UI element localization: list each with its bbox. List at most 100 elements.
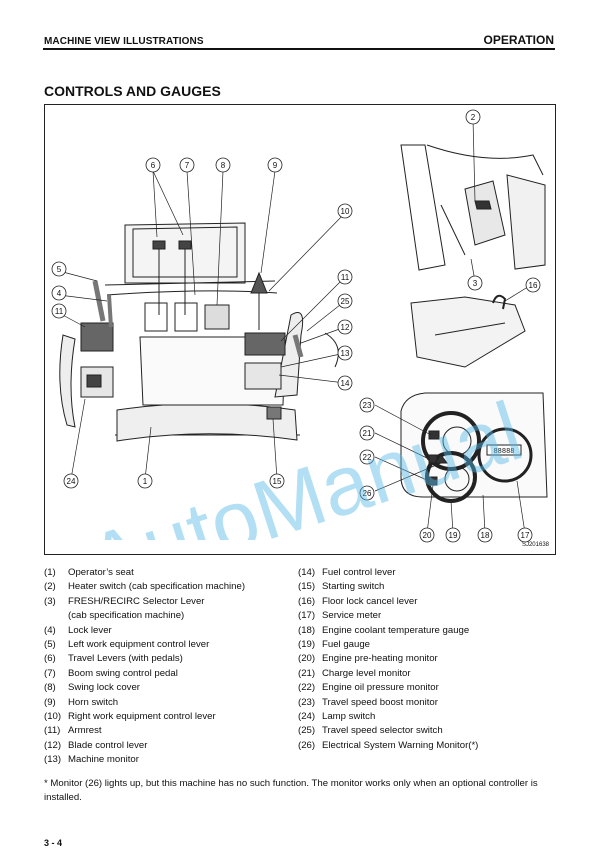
legend-item-text: Fuel control lever: [322, 567, 396, 578]
legend-item-text: Engine coolant temperature gauge: [322, 624, 470, 636]
legend-item-text: Charge level monitor: [322, 667, 411, 679]
legend-item: (1) Operator’s seat: [44, 566, 299, 580]
legend-item-text: Operator’s seat: [68, 567, 134, 578]
legend-item-number: (14): [298, 567, 316, 578]
callout-16-label: 16: [529, 281, 538, 290]
legend-item: (20)Engine pre-heating monitor: [298, 652, 558, 666]
legend-item: (9)Horn switch: [44, 696, 299, 710]
legend-item-number: (4): [44, 624, 56, 636]
legend-item-number: (10): [44, 711, 62, 723]
controls-figure: 6 7 8 9 10 5 4 11 11 25 12 13 14 24 1 15…: [44, 104, 556, 555]
legend-item-text: FRESH/RECIRC Selector Lever: [68, 595, 205, 607]
cab-side-view-drawing: [400, 144, 546, 271]
callout-23: 23: [359, 397, 375, 413]
service-meter-digits: 88888: [493, 448, 514, 456]
legend-item-text: Boom swing control pedal: [68, 667, 178, 679]
callout-14-label: 14: [341, 379, 350, 388]
callout-1: 1: [137, 473, 153, 489]
legend-item-number: (11): [44, 725, 61, 737]
legend-item-number: (1): [44, 567, 56, 578]
legend-item-text: (cab specification machine): [68, 610, 185, 622]
callout-26-label: 26: [363, 489, 372, 498]
legend-item-number: (16): [298, 595, 316, 607]
callout-22: 22: [359, 449, 375, 465]
callout-leaders: [58, 118, 532, 534]
legend-item-text: Horn switch: [68, 696, 119, 708]
legend-item-text: Machine monitor: [68, 754, 139, 766]
callout-9: 9: [267, 157, 283, 173]
callout-19-label: 19: [449, 531, 458, 540]
legend-right-column: (14) Fuel control lever (15)Starting switc…: [298, 566, 558, 753]
legend-item-number: (26): [298, 739, 316, 751]
legend-item-text: Fuel gauge: [322, 639, 371, 651]
callout-7-label: 7: [185, 161, 190, 170]
legend-item-text: Lamp switch: [322, 711, 376, 723]
legend-item-text: Left work equipment control lever: [68, 639, 210, 651]
callout-8-label: 8: [221, 161, 226, 170]
legend-item-text: Electrical System Warning Monitor(*): [322, 739, 479, 751]
callout-6-label: 6: [151, 161, 156, 170]
legend-item-text: Right work equipment control lever: [68, 711, 216, 723]
figure-code: SJ201638: [521, 542, 549, 548]
legend-item-number: (24): [298, 711, 316, 723]
header-rule: [43, 48, 555, 50]
legend-item: (26) Electrical System Warning Monitor(*): [298, 739, 558, 753]
header-chapter-label: OPERATION: [483, 33, 554, 47]
callout-26: 26: [359, 485, 375, 501]
legend-item-text: Heater switch (cab specification machine…: [68, 581, 246, 593]
callout-1-label: 1: [143, 477, 148, 486]
legend-item: (10) Right work equipment control lever: [44, 710, 299, 724]
legend-item-text: Travel Levers (with pedals): [68, 653, 183, 665]
callout-20-label: 20: [423, 531, 432, 540]
legend-item-text: Travel speed boost monitor: [322, 696, 438, 708]
legend-item: (21)Charge level monitor: [298, 667, 558, 681]
legend-item: (25)Travel speed selector switch: [298, 724, 558, 738]
callout-2-label: 2: [471, 113, 476, 122]
legend-item: (13)Machine monitor: [44, 753, 299, 767]
legend-item: (11) Armrest: [44, 724, 299, 738]
legend-item: (18)Engine coolant temperature gauge: [298, 624, 558, 638]
legend-item-number: (8): [44, 682, 56, 694]
legend-item: (23)Travel speed boost monitor: [298, 696, 558, 710]
legend-item: (22)Engine oil pressure monitor: [298, 681, 558, 695]
callout-25-label: 25: [341, 297, 350, 306]
callout-11-right-label: 11: [341, 273, 350, 282]
callout-23-label: 23: [363, 401, 372, 410]
callout-7: 7: [179, 157, 195, 173]
callout-24-label: 24: [67, 477, 76, 486]
legend-item: (8) Swing lock cover: [44, 681, 299, 695]
callout-4-label: 4: [57, 289, 62, 298]
section-title: CONTROLS AND GAUGES: [44, 83, 221, 99]
controls-illustration: 6 7 8 9 10 5 4 11 11 25 12 13 14 24 1 15…: [51, 109, 548, 543]
callout-11-left-label: 11: [55, 307, 64, 316]
legend-item-text: Swing lock cover: [68, 682, 140, 694]
legend-item-text: Blade control lever: [68, 739, 148, 751]
legend-item-text: Engine oil pressure monitor: [322, 682, 439, 694]
callout-13: 13: [337, 345, 353, 361]
legend-item: (15)Starting switch: [298, 580, 558, 594]
legend-item: (3)FRESH/RECIRC Selector Lever: [44, 595, 299, 609]
legend-item: (24) Lamp switch: [298, 710, 558, 724]
floor-lock-lever-drawing: [410, 294, 526, 368]
legend-item-number: (17): [298, 610, 316, 622]
legend-left-column: (1) Operator’s seat (2)Heater switch (cab …: [44, 566, 299, 768]
legend-item: (5) Left work equipment control lever: [44, 638, 299, 652]
legend-item-number: (5): [44, 639, 56, 651]
legend-item-text: Lock lever: [68, 624, 112, 636]
callout-15: 15: [269, 473, 285, 489]
callout-16: 16: [525, 277, 541, 293]
legend-item: (4) Lock lever: [44, 624, 299, 638]
callout-12-label: 12: [341, 323, 350, 332]
callout-8: 8: [215, 157, 231, 173]
callout-3: 3: [467, 275, 483, 291]
legend-item-number: (12): [44, 739, 62, 751]
legend-item-text: Armrest: [68, 725, 102, 737]
legend-item: (2)Heater switch (cab specification mach…: [44, 580, 299, 594]
callout-12: 12: [337, 319, 353, 335]
callout-5: 5: [51, 261, 67, 277]
callout-2: 2: [465, 109, 481, 125]
legend-item: (7)Boom swing control pedal: [44, 667, 299, 681]
callout-6: 6: [145, 157, 161, 173]
legend-item: (16)Floor lock cancel lever: [298, 595, 558, 609]
callout-24: 24: [63, 473, 79, 489]
